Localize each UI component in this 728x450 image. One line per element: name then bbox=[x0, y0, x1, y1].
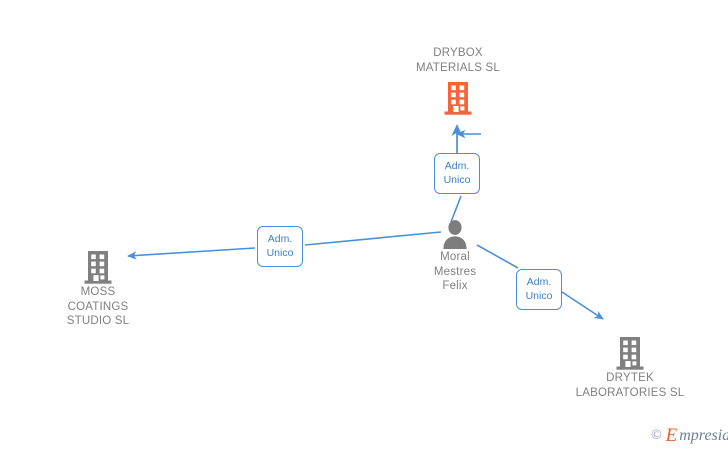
watermark-empresia: © E mpresia bbox=[651, 426, 728, 445]
node-person-label: Moral Mestres Felix bbox=[433, 251, 477, 292]
node-moss[interactable]: MOSS COATINGS STUDIO SL bbox=[45, 249, 151, 329]
node-drytek[interactable]: DRYTEK LABORATORIES SL bbox=[555, 335, 705, 400]
edge-label-person-moss[interactable]: Adm. Unico bbox=[257, 226, 303, 267]
node-drybox-icon-wrap bbox=[383, 78, 533, 118]
edge-person-drytek bbox=[476, 244, 604, 320]
person-icon bbox=[443, 220, 467, 249]
node-drybox[interactable]: DRYBOX MATERIALS SL bbox=[383, 46, 533, 118]
edge-label-person-drytek[interactable]: Adm. Unico bbox=[516, 269, 562, 310]
node-person-icon-wrap bbox=[405, 218, 505, 250]
building-icon bbox=[84, 251, 112, 284]
edge-person-moss bbox=[127, 231, 442, 260]
node-moss-icon-wrap bbox=[45, 249, 151, 285]
edge-label-person-drybox[interactable]: Adm. Unico bbox=[434, 153, 480, 194]
node-drytek-icon-wrap bbox=[555, 335, 705, 371]
building-icon bbox=[616, 337, 644, 370]
node-drybox-label: DRYBOX MATERIALS SL bbox=[416, 47, 500, 74]
node-moss-label: MOSS COATINGS STUDIO SL bbox=[66, 286, 130, 327]
node-person[interactable]: Moral Mestres Felix bbox=[405, 218, 505, 294]
building-icon bbox=[444, 82, 472, 115]
watermark-brand-rest: mpresia bbox=[679, 426, 728, 444]
node-drytek-label: DRYTEK LABORATORIES SL bbox=[575, 372, 685, 399]
watermark-brand-initial: E bbox=[665, 425, 678, 446]
copyright-icon: © bbox=[651, 427, 662, 443]
